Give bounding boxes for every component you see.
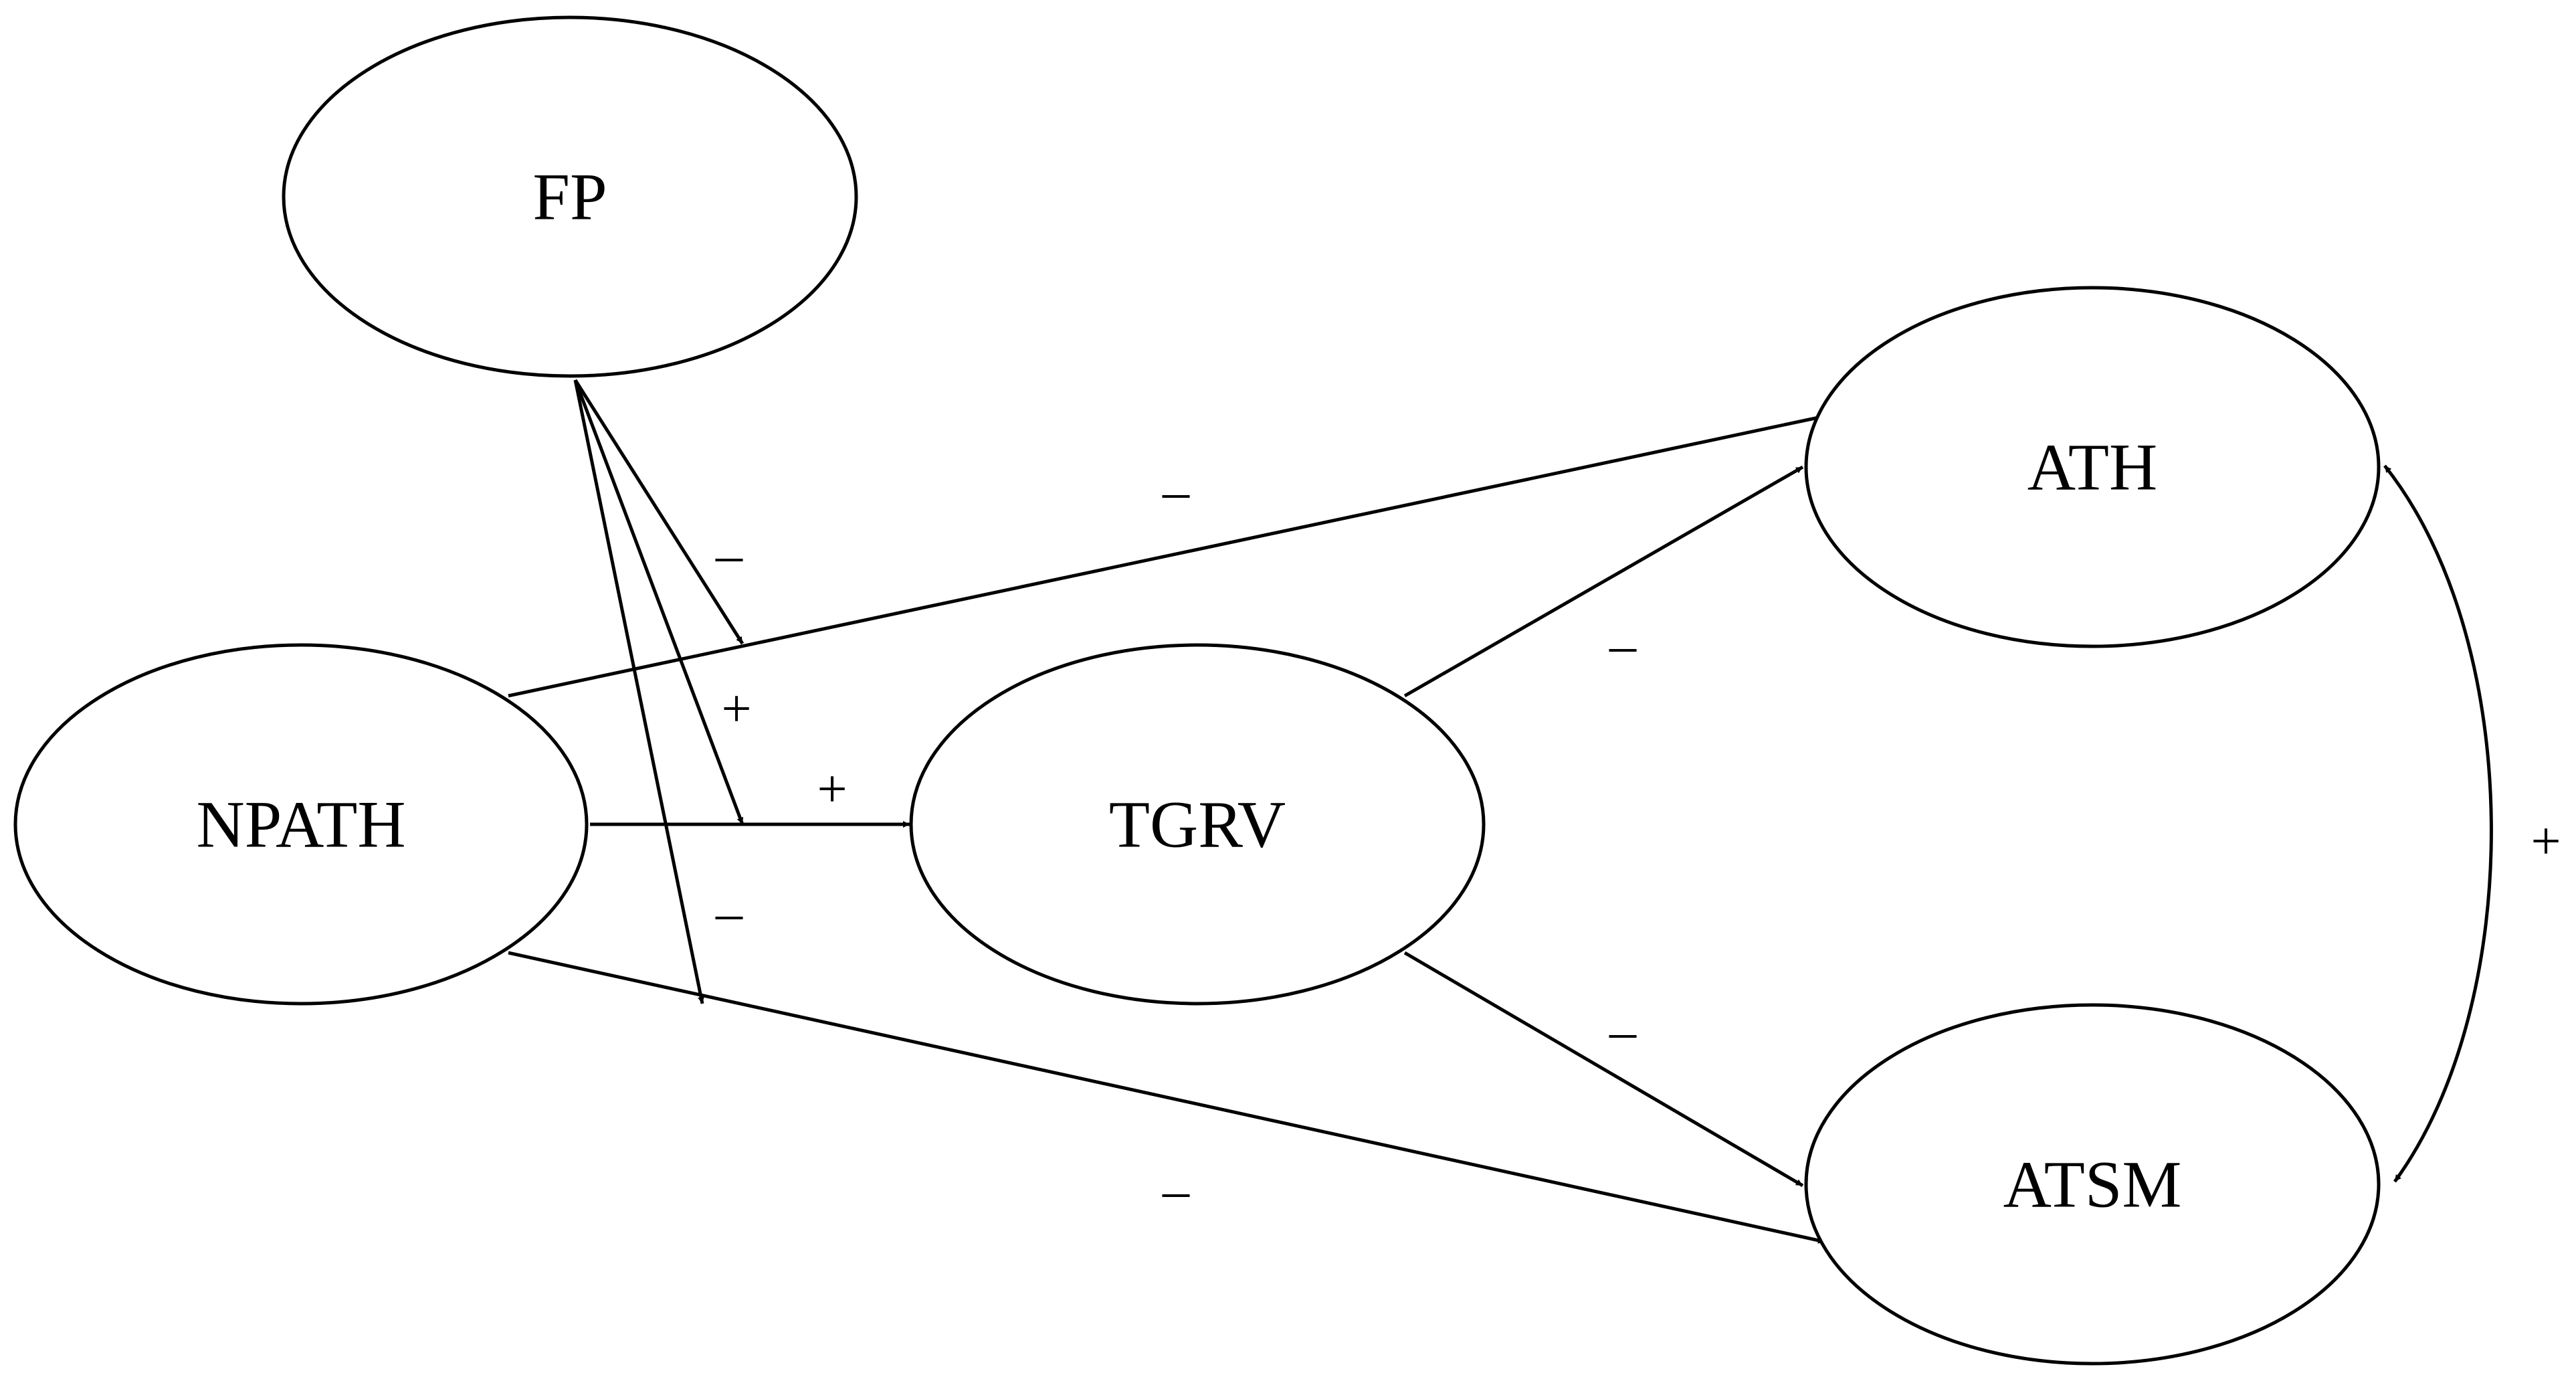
sign-npath-tgrv: + [817,760,847,819]
node-npath-ellipse [13,643,589,1006]
node-tgrv-ellipse [909,643,1486,1006]
node-npath-label: NPATH [196,788,405,862]
sign-npath-atsm: – [1162,1162,1190,1220]
node-fp: FP [282,15,858,378]
sign-tgrv-ath: – [1609,616,1637,675]
node-fp-ellipse [282,15,858,378]
node-tgrv-label: TGRV [1109,788,1286,862]
sign-fp-mod-ath: – [715,526,743,585]
sign-tgrv-atsm: – [1609,1002,1637,1061]
node-ath-label: ATH [2027,430,2157,504]
edge-tgrv-ath [1403,465,1804,698]
sign-npath-ath: – [1162,462,1190,521]
sign-fp-mod-tgrv: + [721,680,751,739]
edge-sign-labels: – + – – + – – – + [715,462,2561,1220]
edge-ath-atsm-covariance [2383,464,2493,1183]
node-ath-ellipse [1804,286,2381,648]
edge-npath-atsm [508,951,1825,1244]
node-ath: ATH [1804,286,2381,648]
sign-ath-atsm: + [2531,812,2561,871]
edges [508,379,2493,1244]
node-atsm-ellipse [1804,1003,2381,1366]
node-atsm-label: ATSM [2003,1147,2182,1222]
edge-tgrv-atsm [1403,951,1804,1188]
node-fp-label: FP [532,160,607,234]
edge-fp-moderates-npath-atsm [573,379,704,1004]
edge-npath-ath [508,414,1825,698]
node-atsm: ATSM [1804,1003,2381,1366]
edge-fp-moderates-npath-tgrv [573,379,745,825]
edge-fp-moderates-npath-ath [573,379,745,645]
sign-fp-mod-atsm: – [715,884,743,943]
node-tgrv: TGRV [909,643,1486,1006]
node-npath: NPATH [13,643,589,1006]
